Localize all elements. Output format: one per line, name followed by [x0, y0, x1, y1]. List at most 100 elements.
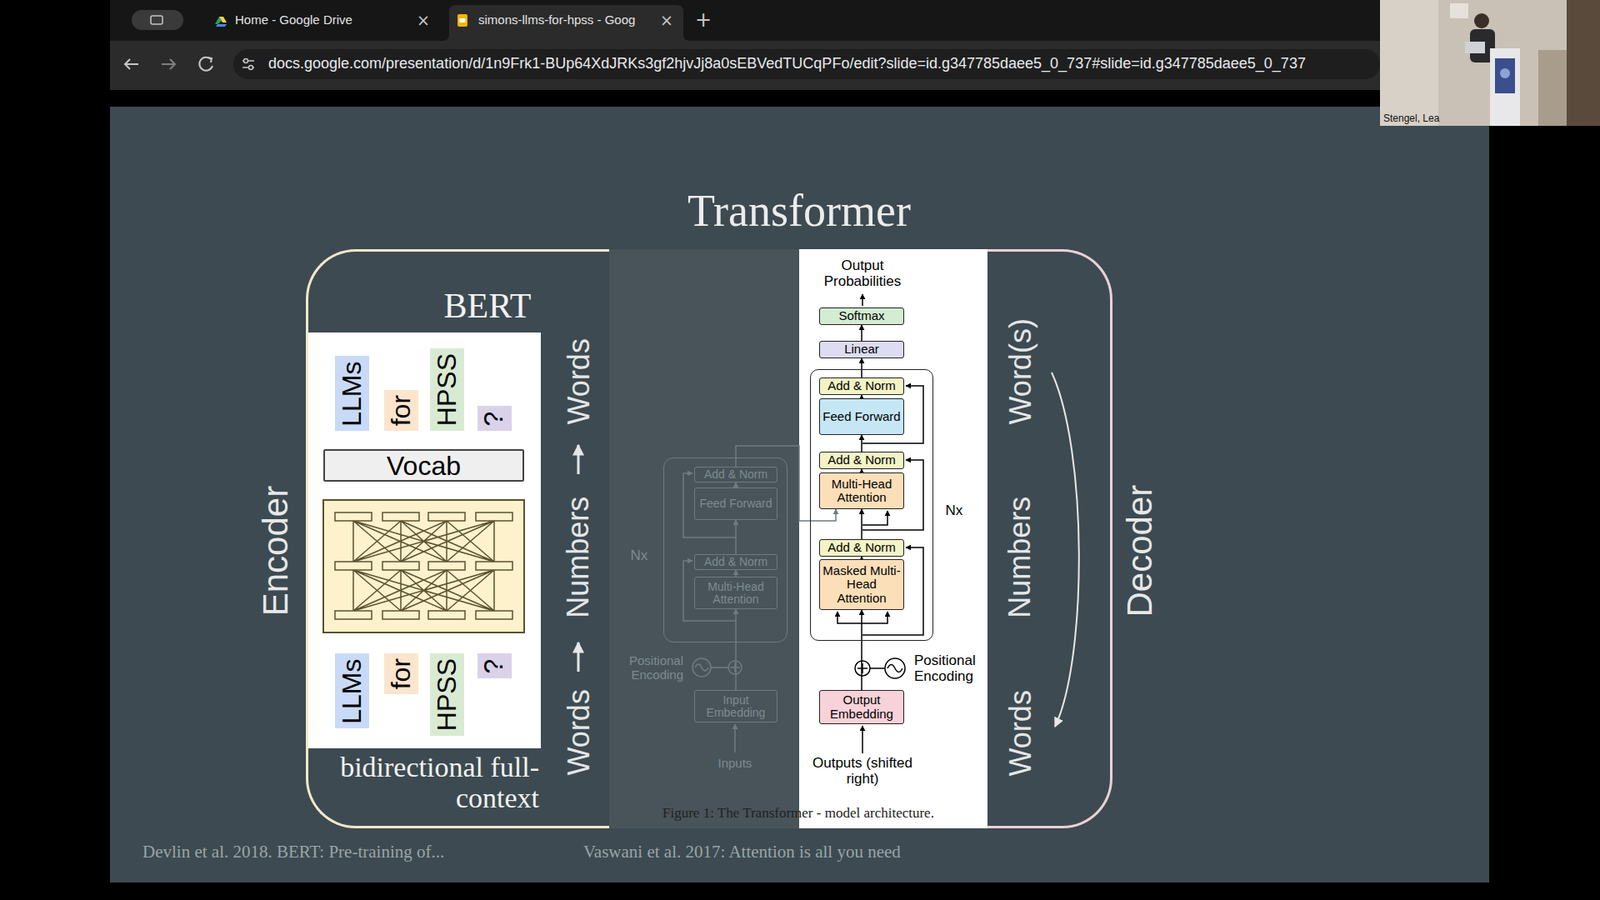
faded-encoder-wires — [710, 666, 729, 669]
network-illustration — [382, 610, 420, 620]
layer-box: Multi-Head Attention — [819, 472, 905, 510]
network-illustration — [428, 610, 465, 620]
network-illustration — [382, 512, 420, 521]
node-text: Masked Multi-Head Attention — [822, 564, 901, 606]
layer-box: Linear — [819, 340, 905, 359]
browser-chrome — [207, 57, 212, 63]
node-text: ? — [479, 658, 509, 674]
browser-chrome — [125, 59, 139, 70]
decoder-wires — [861, 725, 864, 754]
faded-encoder-wires — [728, 660, 742, 675]
browser-chrome — [161, 59, 175, 70]
flow-connector — [860, 509, 863, 540]
node-text: Input Embedding — [697, 694, 775, 719]
node-text: Nx — [945, 503, 964, 520]
tab-close: × — [416, 12, 430, 29]
layer-box: Softmax — [819, 307, 905, 325]
bert-panel — [307, 332, 541, 749]
network-illustration — [323, 500, 525, 633]
token-box: HPSS — [430, 348, 465, 431]
decoder-wires — [887, 665, 903, 673]
network-illustration — [428, 512, 465, 521]
new-tab: + — [695, 10, 712, 30]
network-illustration — [335, 512, 372, 521]
browser-chrome — [131, 10, 184, 30]
embedding-box: Output Embedding — [819, 690, 905, 725]
layer-box: Add & Norm — [819, 451, 905, 470]
browser-chrome — [199, 57, 213, 71]
node-text: Feed Forward — [699, 497, 772, 510]
node-text: Add & Norm — [827, 379, 896, 394]
decoder-wires — [837, 294, 924, 754]
participant-name: Stengel, Lea — [1383, 112, 1440, 125]
network-illustration — [353, 520, 495, 562]
webcam-image — [1380, 0, 1600, 126]
tab-close: × — [660, 12, 674, 29]
network-illustration — [335, 512, 513, 620]
node-text: Output Embedding — [822, 693, 901, 721]
faded-encoder-wires — [695, 664, 709, 671]
token-box: for — [384, 653, 419, 695]
node-text: Multi-Head Attention — [697, 580, 775, 605]
browser-chrome — [442, 5, 690, 41]
node-text: for — [386, 658, 416, 690]
browser-chrome — [460, 18, 466, 23]
layer-box: Add & Norm — [819, 377, 905, 395]
flow-connector — [735, 609, 737, 690]
generation-arrow — [1051, 372, 1080, 727]
vocab-box: Vocab — [323, 449, 525, 482]
encoding-label: Positional Encoding — [616, 653, 684, 683]
address-url: docs.google.com/presentation/d/1n9Frk1-B… — [268, 55, 1306, 74]
output-label: Output Probabilities — [812, 257, 913, 290]
node-text: ? — [479, 410, 509, 426]
figure-caption: Figure 1: The Transformer - model archit… — [662, 805, 935, 822]
node-text: Nx — [630, 548, 649, 565]
webcam-image — [1450, 3, 1469, 19]
input-label: Outputs (shifted right) — [812, 755, 913, 788]
slide-title: Transformer — [687, 186, 911, 236]
webcam-image — [1566, 0, 1600, 126]
browser-chrome — [233, 49, 1380, 80]
node-text: Add & Norm — [704, 468, 768, 481]
decoder-wires — [837, 611, 863, 624]
node-text: Add & Norm — [704, 555, 768, 569]
node-text: Add & Norm — [827, 453, 896, 468]
faded-encoder-wires — [692, 658, 711, 677]
slide-background — [110, 106, 1490, 883]
flow-label: Words — [561, 338, 595, 425]
node-text: LLMs — [337, 360, 367, 426]
node-text: Softmax — [838, 309, 885, 324]
browser-chrome — [215, 24, 227, 27]
decoder-wires — [862, 611, 888, 624]
node-text: for — [386, 395, 416, 426]
faded-column — [609, 249, 800, 829]
network-illustration — [428, 561, 465, 570]
flow-connector — [735, 520, 737, 555]
layer-box: Masked Multi-Head Attention — [819, 559, 905, 610]
token-box: LLMs — [335, 653, 370, 729]
faded-encoder-wires — [734, 724, 736, 753]
network-illustration — [382, 561, 420, 570]
decoder-wires — [862, 510, 888, 525]
node-text: Feed Forward — [822, 410, 900, 425]
network-illustration — [353, 570, 495, 611]
flow-connector — [860, 325, 863, 341]
webcam-image — [1465, 41, 1485, 54]
browser-chrome — [110, 40, 1380, 90]
flow-connector — [860, 358, 863, 378]
input-label: Inputs — [718, 755, 753, 770]
webcam-image — [1380, 0, 1439, 126]
browser-chrome — [150, 15, 163, 25]
decoder-wires — [885, 658, 905, 679]
decoder-wires — [861, 294, 864, 306]
network-illustration — [323, 500, 525, 633]
embedding-box: Input Embedding — [694, 690, 778, 723]
node-text: Vocab — [386, 452, 461, 480]
webcam-image — [1538, 50, 1567, 126]
webcam-image — [1500, 68, 1510, 79]
layer-stack: NxAdd & NormFeed ForwardAdd & NormMulti-… — [663, 457, 788, 643]
token-box: HPSS — [430, 653, 465, 736]
flow-label: Words — [1003, 690, 1037, 776]
